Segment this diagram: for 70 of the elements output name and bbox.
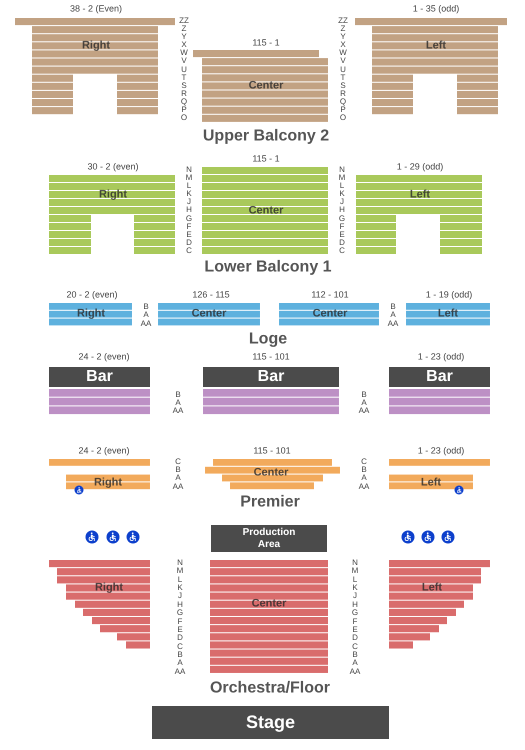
seating-section [210, 560, 328, 673]
level-title: Upper Balcony 2 [202, 126, 330, 146]
section-label: Left [422, 582, 442, 594]
level-title: Orchestra/Floor [210, 678, 330, 698]
seating-section [279, 303, 379, 326]
seat-range: 126 - 115 [192, 290, 230, 300]
level-title: Loge [248, 330, 288, 348]
section-label: Center [252, 598, 286, 611]
section-label: Left [438, 308, 458, 321]
stage: Stage [152, 706, 389, 739]
row-letters: N M L K J H G F E D C [338, 166, 346, 256]
seating-section [193, 50, 328, 122]
row-letters: C B A AA [358, 458, 370, 492]
seat-range: 115 - 101 [252, 352, 290, 362]
bar-area: Bar [203, 367, 339, 387]
seating-section [356, 175, 482, 254]
section-label: Right [76, 308, 106, 321]
row-letters: C B A AA [172, 458, 184, 492]
seating-section [389, 560, 490, 649]
seat-range: 115 - 1 [252, 154, 280, 164]
section-label: Center [248, 204, 284, 217]
row-letters: N M L K J H G F E D C B A AA [174, 559, 186, 676]
seating-section [355, 18, 507, 114]
row-letters: ZZ Z Y X W V U T S R Q P O [179, 17, 189, 122]
bar-area: Bar [389, 367, 490, 387]
section-label: Center [192, 308, 226, 321]
seat-range: 1 - 23 (odd) [418, 352, 464, 362]
seating-section [389, 459, 490, 490]
row-letters: B A AA [172, 390, 184, 416]
production-area: Production Area [211, 525, 327, 552]
seat-range: 1 - 23 (odd) [418, 446, 464, 456]
row-letters: B A AA [140, 303, 152, 328]
section-label: Right [82, 40, 110, 52]
seat-range: 20 - 2 (even) [66, 290, 118, 300]
section-label: Left [426, 40, 446, 52]
seat-range: 115 - 101 [253, 446, 291, 456]
seating-section [15, 18, 175, 114]
section-label: Center [312, 308, 348, 321]
seating-section [202, 167, 328, 254]
seat-range: 1 - 35 (odd) [412, 4, 460, 14]
seating-section [49, 459, 150, 490]
seat-range: 1 - 19 (odd) [426, 290, 472, 300]
seating-section [203, 389, 339, 414]
seating-section [158, 303, 260, 326]
level-title: Lower Balcony 1 [204, 258, 332, 276]
seat-range: 1 - 29 (odd) [396, 162, 444, 172]
row-letters: N M L K J H G F E D C B A AA [350, 559, 360, 676]
seat-range: 112 - 101 [311, 290, 349, 300]
seating-section [49, 389, 150, 414]
bar-area: Bar [49, 367, 150, 387]
section-label: Right [98, 188, 128, 201]
row-letters: B A AA [388, 303, 398, 328]
seat-range: 38 - 2 (Even) [70, 4, 122, 14]
level-title: Premier [240, 492, 300, 512]
row-letters: N M L K J H G F E D C [186, 166, 192, 256]
seat-range: 24 - 2 (even) [78, 352, 130, 362]
seating-section [406, 303, 490, 326]
seating-section [49, 175, 175, 254]
seat-range: 115 - 1 [252, 38, 280, 48]
seating-section [49, 560, 150, 649]
section-label: Right [94, 582, 124, 594]
section-label: Left [410, 188, 430, 201]
row-letters: B A AA [358, 390, 370, 416]
seat-range: 30 - 2 (even) [87, 162, 139, 172]
seating-section [49, 303, 132, 326]
seating-section [205, 459, 340, 490]
row-letters: ZZ Z Y X W V U T S R Q P O [338, 17, 348, 122]
seat-range: 24 - 2 (even) [78, 446, 130, 456]
seating-section [389, 389, 490, 414]
section-label: Center [248, 80, 284, 93]
